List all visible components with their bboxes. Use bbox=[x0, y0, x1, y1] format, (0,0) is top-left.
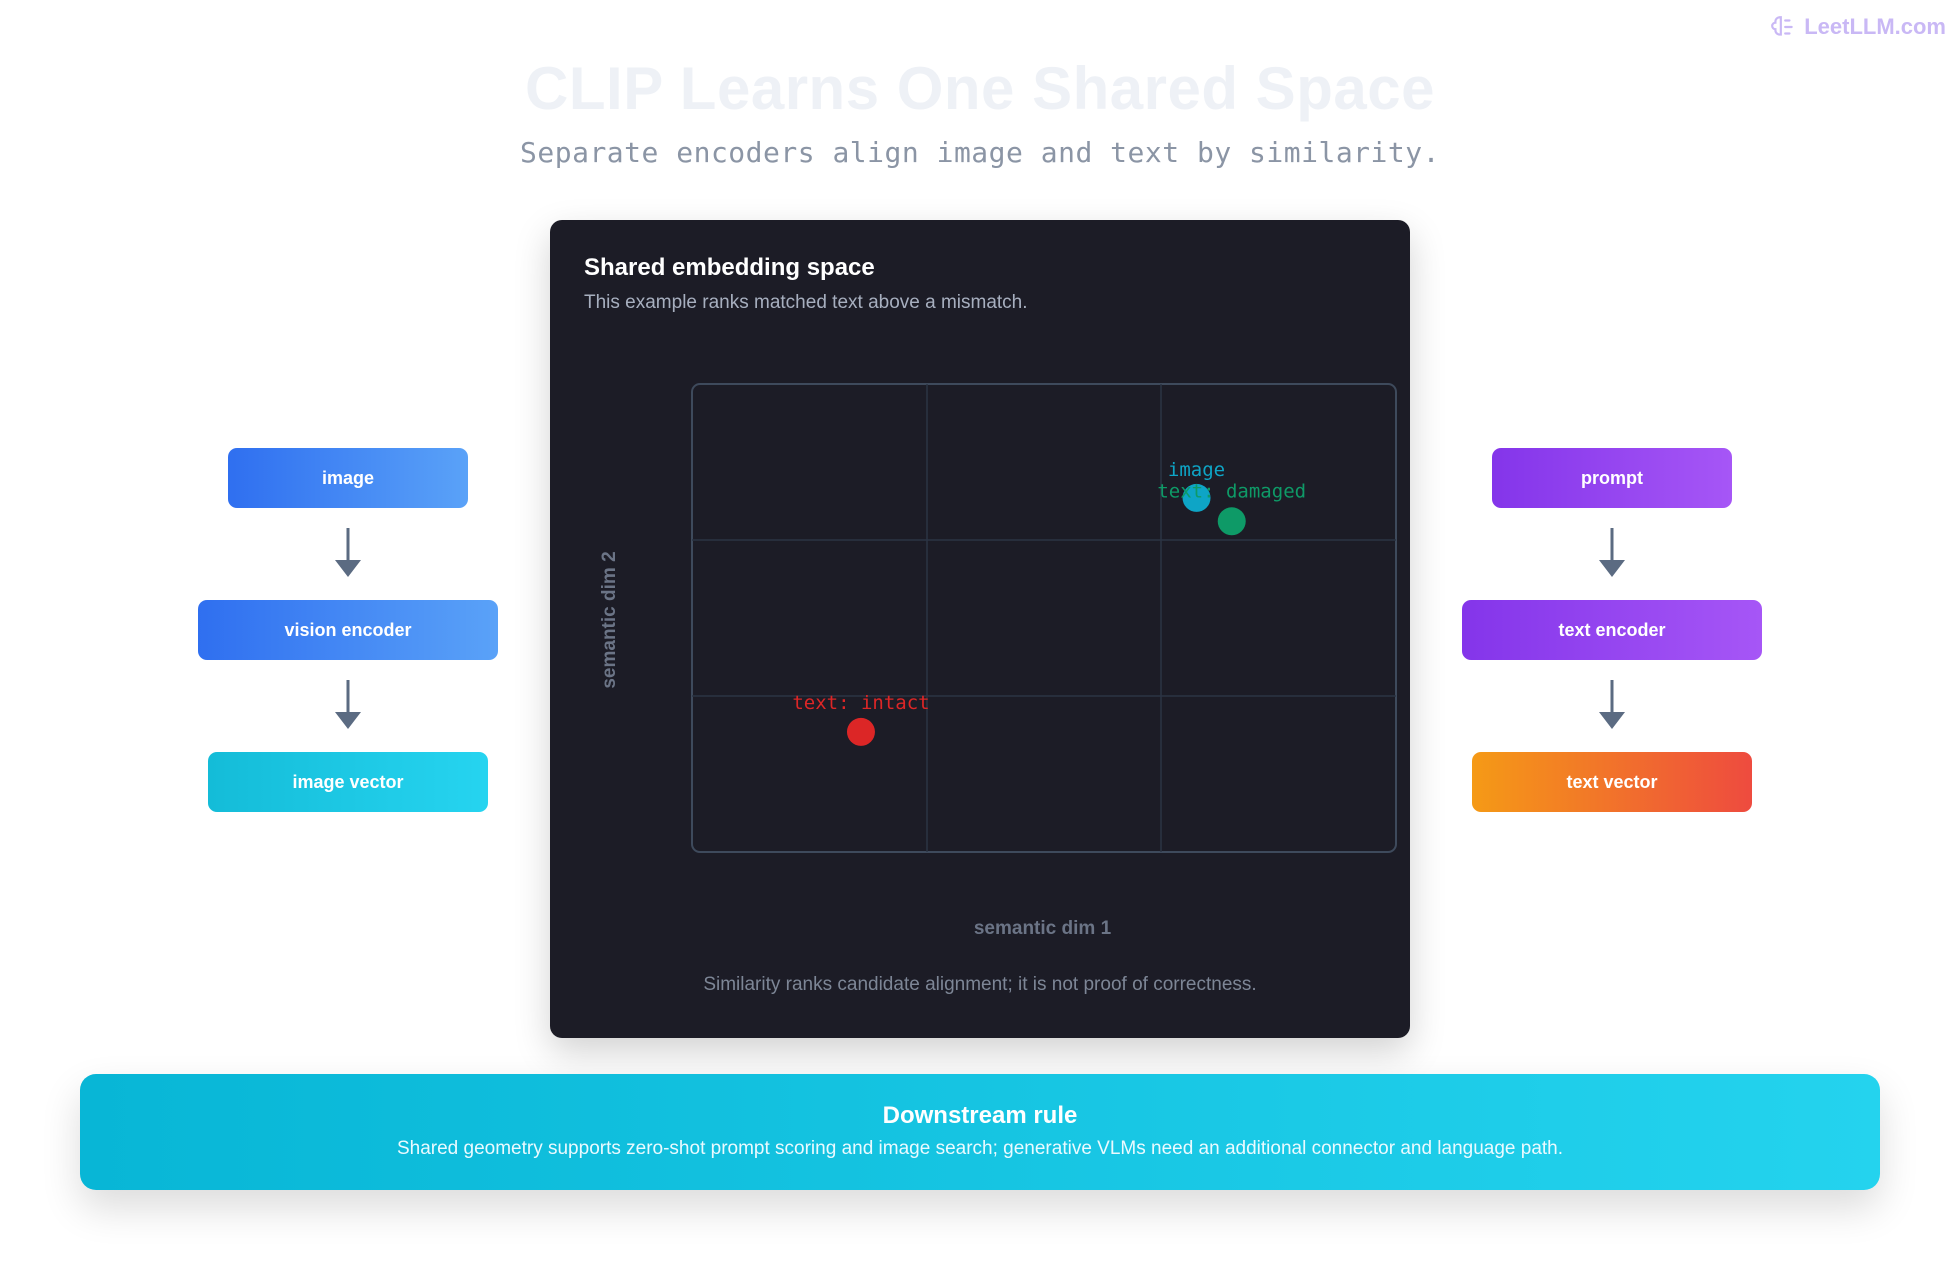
brain-icon bbox=[1771, 16, 1793, 36]
data-point bbox=[846, 717, 875, 746]
arrow-down-icon bbox=[335, 680, 361, 729]
page-title: CLIP Learns One Shared Space bbox=[525, 55, 1435, 122]
downstream-title: Downstream rule bbox=[882, 1102, 1078, 1129]
panel-caption: Similarity ranks candidate alignment; it… bbox=[703, 974, 1257, 995]
data-point-label: text: intact bbox=[792, 692, 929, 714]
vision-encoder-box: vision encoder bbox=[198, 600, 498, 660]
data-point bbox=[1217, 507, 1246, 536]
data-point-label: image bbox=[1168, 459, 1225, 481]
text-encoder-box: text encoder bbox=[1462, 600, 1762, 660]
downstream-rule-banner: Downstream rule Shared geometry supports… bbox=[80, 1074, 1880, 1190]
arrow-down-icon bbox=[1599, 528, 1625, 577]
page-subtitle: Separate encoders align image and text b… bbox=[520, 136, 1440, 169]
image-vector-box: image vector bbox=[208, 752, 488, 812]
plot-frame bbox=[691, 383, 1397, 853]
panel-title: Shared embedding space bbox=[584, 254, 875, 281]
panel-subtitle: This example ranks matched text above a … bbox=[584, 292, 1028, 313]
image-input-box: image bbox=[228, 448, 468, 508]
embedding-panel: Shared embedding space This example rank… bbox=[550, 220, 1410, 1038]
downstream-text: Shared geometry supports zero-shot promp… bbox=[396, 1138, 1564, 1159]
brand-logo[interactable]: LeetLLM.com bbox=[1770, 14, 1946, 40]
data-point bbox=[1182, 483, 1211, 512]
text-vector-box: text vector bbox=[1472, 752, 1752, 812]
arrow-down-icon bbox=[1599, 680, 1625, 729]
x-axis-label: semantic dim 1 bbox=[973, 918, 1112, 939]
arrow-down-icon bbox=[335, 528, 361, 577]
prompt-input-box: prompt bbox=[1492, 448, 1732, 508]
data-point-label: text: damaged bbox=[1157, 480, 1306, 502]
brand-label: LeetLLM.com bbox=[1804, 14, 1946, 39]
